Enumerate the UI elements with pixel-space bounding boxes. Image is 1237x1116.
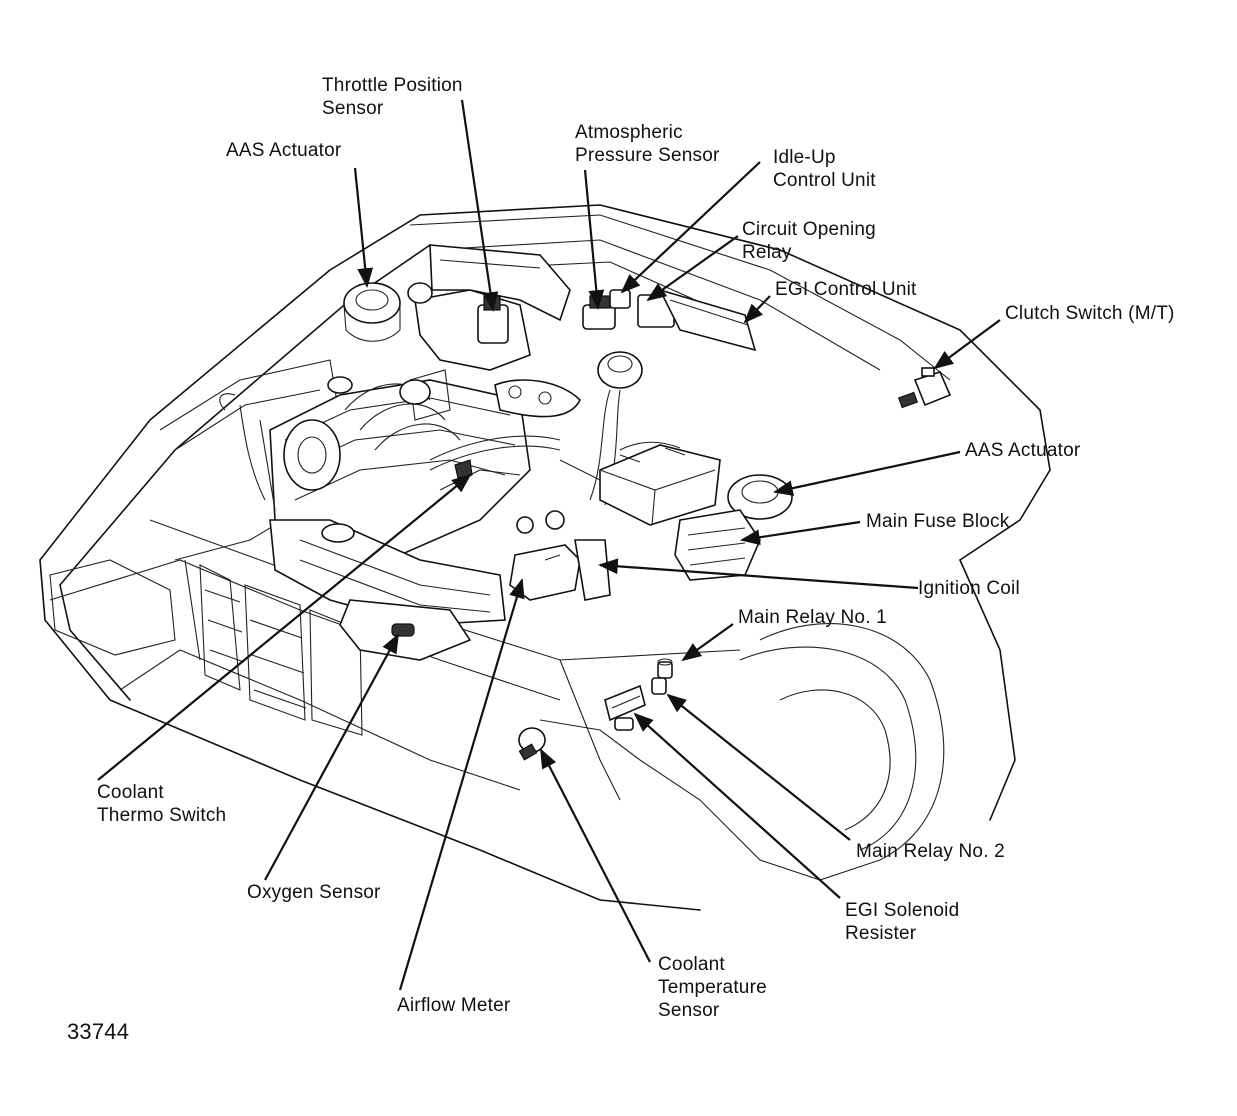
label-oxygen-sensor: Oxygen Sensor [247, 882, 381, 903]
arrow-main-relay-no-2 [666, 693, 851, 841]
label-main-fuse-block: Main Fuse Block [866, 511, 1010, 532]
label-circuit-opening-relay: Circuit Opening Relay [742, 219, 876, 263]
arrow-atmospheric-pressure-sensor [583, 169, 605, 310]
arrow-airflow-meter [398, 578, 525, 991]
arrow-aas-actuator-left [353, 167, 374, 288]
arrow-egi-solenoid-resister [633, 712, 841, 899]
label-idle-up-control-unit: Idle-Up Control Unit [773, 147, 876, 191]
label-egi-solenoid-resister: EGI Solenoid Resister [845, 900, 960, 944]
label-aas-actuator-left: AAS Actuator [226, 140, 342, 161]
egi-solenoid-resister-part [604, 684, 646, 731]
clutch-switch-part [898, 367, 952, 409]
arrow-main-fuse-block [740, 520, 861, 546]
label-egi-control-unit: EGI Control Unit [775, 279, 917, 300]
label-coolant-thermo-switch: Coolant Thermo Switch [97, 782, 227, 826]
arrow-coolant-temperature-sensor [540, 748, 651, 963]
label-aas-actuator-right: AAS Actuator [965, 440, 1081, 461]
arrow-throttle-position-sensor [460, 99, 499, 312]
arrow-idle-up-control-unit [620, 161, 761, 294]
arrow-clutch-switch [933, 319, 1001, 370]
arrow-ignition-coil [598, 558, 919, 590]
arrow-egi-control-unit [743, 295, 771, 324]
label-airflow-meter: Airflow Meter [397, 995, 511, 1016]
main-relay-parts [651, 658, 673, 695]
arrow-main-relay-no-1 [681, 623, 734, 662]
coolant-temperature-sensor-part [518, 727, 546, 761]
label-main-relay-no-2: Main Relay No. 2 [856, 841, 1005, 862]
loose-components [518, 367, 952, 761]
arrow-circuit-opening-relay [646, 235, 739, 302]
figure-number: 33744 [67, 1019, 130, 1044]
label-atmospheric-pressure-sensor: Atmospheric Pressure Sensor [575, 122, 720, 166]
engine-assembly [219, 244, 793, 661]
leader-arrows [97, 99, 1001, 991]
arrow-aas-actuator-right [773, 450, 961, 496]
arrow-oxygen-sensor [264, 633, 399, 881]
label-main-relay-no-1: Main Relay No. 1 [738, 607, 887, 628]
label-ignition-coil: Ignition Coil [918, 578, 1020, 599]
label-coolant-temperature-sensor: Coolant Temperature Sensor [658, 954, 767, 1021]
label-throttle-position-sensor: Throttle Position Sensor [322, 75, 463, 119]
label-clutch-switch: Clutch Switch (M/T) [1005, 303, 1175, 324]
arrow-coolant-thermo-switch [97, 473, 472, 781]
